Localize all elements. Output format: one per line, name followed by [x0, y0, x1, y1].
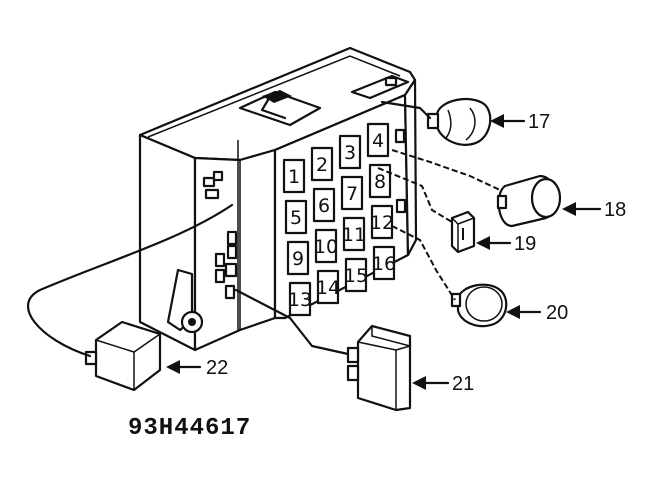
- cavity-outline: [288, 281, 312, 317]
- cavity-outline: [366, 122, 390, 158]
- cavity-outline: [284, 199, 308, 235]
- cavity-12: 12: [370, 204, 394, 240]
- cavity-15: 15: [344, 257, 368, 293]
- leader-arrows: [166, 114, 602, 390]
- cavity-7: 7: [340, 175, 364, 211]
- cavity-13: 13: [288, 281, 312, 317]
- cavity-5: 5: [284, 199, 308, 235]
- cavity-number: 1: [288, 166, 300, 188]
- cavity-3: 3: [338, 134, 362, 170]
- callout-17: 17: [528, 111, 550, 133]
- cavity-outline: [312, 187, 336, 223]
- cavity-number: 16: [372, 253, 396, 275]
- callout-18: 18: [604, 199, 626, 221]
- cavity-number: 12: [370, 212, 394, 234]
- component-19: [450, 210, 476, 254]
- cavity-6: 6: [312, 187, 336, 223]
- cavity-8: 8: [368, 163, 392, 199]
- wiring: [27, 100, 501, 358]
- cavity-outline: [316, 269, 340, 305]
- cavity-number: 3: [344, 142, 356, 164]
- cavity-4: 4: [366, 122, 390, 158]
- cavity-16: 16: [372, 245, 396, 281]
- cavity-11: 11: [342, 216, 366, 252]
- cavity-number: 8: [374, 171, 386, 193]
- cavity-outline: [342, 216, 366, 252]
- callout-21: 21: [452, 373, 474, 395]
- cavity-10: 10: [314, 228, 338, 264]
- component-22: [84, 320, 162, 392]
- cavity-number: 11: [342, 224, 366, 246]
- cavity-14: 14: [316, 269, 340, 305]
- cavity-outline: [286, 240, 310, 276]
- cavity-number: 13: [288, 289, 312, 311]
- callout-22: 22: [206, 357, 228, 379]
- callout-20: 20: [546, 302, 568, 324]
- component-17: [426, 97, 492, 146]
- cavity-outline: [370, 204, 394, 240]
- cavity-number: 9: [292, 248, 304, 270]
- cavity-number: 7: [346, 183, 358, 205]
- cavity-outline: [282, 158, 306, 194]
- component-20: [450, 283, 508, 328]
- cavity-outline: [314, 228, 338, 264]
- cavity-outline: [344, 257, 368, 293]
- cavity-2: 2: [310, 146, 334, 182]
- cavity-number: 2: [316, 154, 328, 176]
- callout-19: 19: [514, 233, 536, 255]
- component-18: [496, 174, 562, 228]
- cavity-outline: [310, 146, 334, 182]
- side-connector-lower: [214, 230, 238, 300]
- cavity-1: 1: [282, 158, 306, 194]
- cavity-number: 5: [290, 207, 302, 229]
- side-connector-upper: [202, 170, 224, 200]
- cavity-number: 10: [314, 236, 338, 258]
- cavity-number: 4: [372, 130, 384, 152]
- cavity-number: 6: [318, 195, 330, 217]
- cavity-outline: [368, 163, 392, 199]
- cavity-outline: [338, 134, 362, 170]
- figure-code: 93H44617: [128, 415, 251, 442]
- cavity-number: 14: [316, 277, 340, 299]
- hinge-arm: [166, 268, 204, 334]
- cavity-outline: [372, 245, 396, 281]
- cavity-number: 15: [344, 265, 368, 287]
- component-21: [346, 324, 412, 412]
- cavity-9: 9: [286, 240, 310, 276]
- cavity-outline: [340, 175, 364, 211]
